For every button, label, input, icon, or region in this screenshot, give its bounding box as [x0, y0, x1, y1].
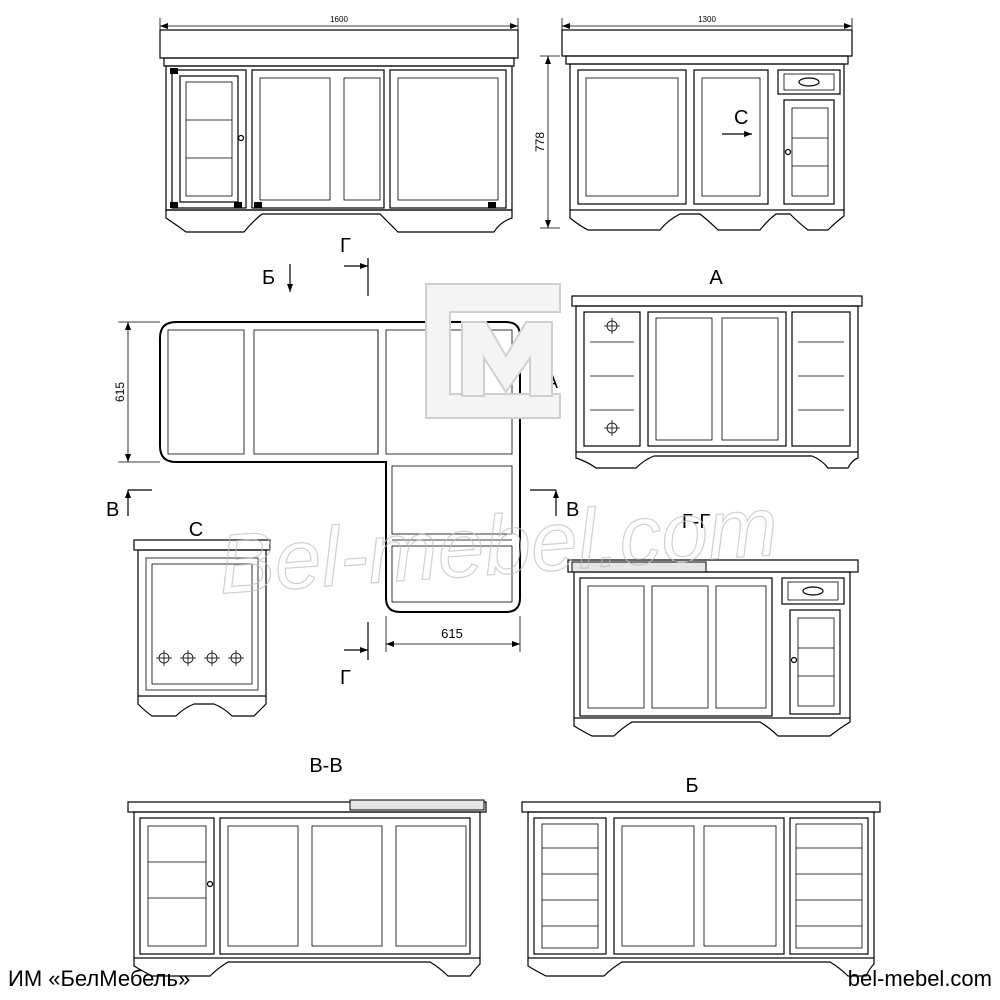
view-b-title: Б [685, 775, 698, 797]
crosshair-row [156, 650, 244, 666]
view-a-title: А [709, 267, 723, 289]
view-g-g: Г-Г [567, 511, 859, 737]
crosshair-icon [204, 650, 220, 666]
marker-b: Б [262, 267, 275, 289]
side-elevation-1300: 1300 778 С [533, 15, 853, 231]
dim-width-side: 1300 [698, 15, 716, 24]
front-elevation-1600: 1600 [159, 15, 519, 233]
view-a: А [571, 267, 863, 469]
marker-v-right: В [566, 499, 579, 521]
dim-depth-bottom: 615 [441, 626, 463, 641]
view-c: С [133, 519, 271, 717]
footer-company: ИМ «БелМебель» [8, 966, 191, 991]
marker-c: С [734, 107, 748, 129]
watermark: Bel-mebel.com [215, 479, 780, 612]
view-b: Б [521, 775, 881, 977]
marker-v-left: В [106, 499, 119, 521]
crosshair-icon [180, 650, 196, 666]
crosshair-icon [156, 650, 172, 666]
company-logo [425, 283, 561, 419]
view-vv-title: В-В [309, 755, 342, 777]
dim-depth-left: 615 [113, 382, 127, 402]
view-c-title: С [189, 519, 203, 541]
view-v-v: В-В [127, 755, 487, 977]
dim-height: 778 [533, 132, 547, 152]
crosshair-icon [228, 650, 244, 666]
footer-site-link[interactable]: bel-mebel.com [847, 966, 992, 991]
marker-g-bottom: Г [340, 667, 351, 689]
view-gg-title: Г-Г [682, 511, 710, 533]
dim-width-front: 1600 [330, 15, 348, 24]
marker-g-top: Г [340, 235, 351, 257]
crosshair-icon [604, 318, 620, 334]
crosshair-icon [604, 420, 620, 436]
